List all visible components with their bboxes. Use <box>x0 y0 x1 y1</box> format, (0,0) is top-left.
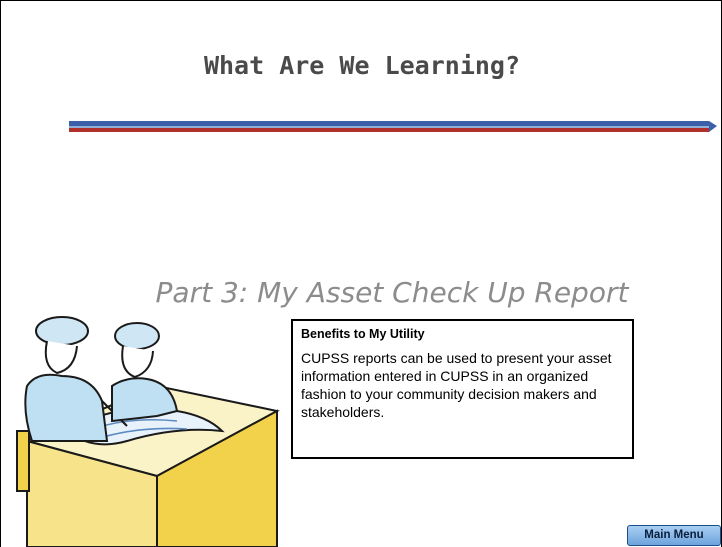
benefits-box: Benefits to My Utility CUPSS reports can… <box>291 319 634 459</box>
benefits-heading: Benefits to My Utility <box>301 327 425 341</box>
slide-title: What Are We Learning? <box>203 51 521 80</box>
benefits-body: CUPSS reports can be used to present you… <box>301 350 612 420</box>
main-menu-button[interactable]: Main Menu <box>627 525 721 546</box>
title-divider-bar <box>69 121 717 132</box>
slide-subtitle: Part 3: My Asset Check Up Report <box>155 276 629 309</box>
workers-reviewing-blueprint-clipart <box>16 316 280 547</box>
